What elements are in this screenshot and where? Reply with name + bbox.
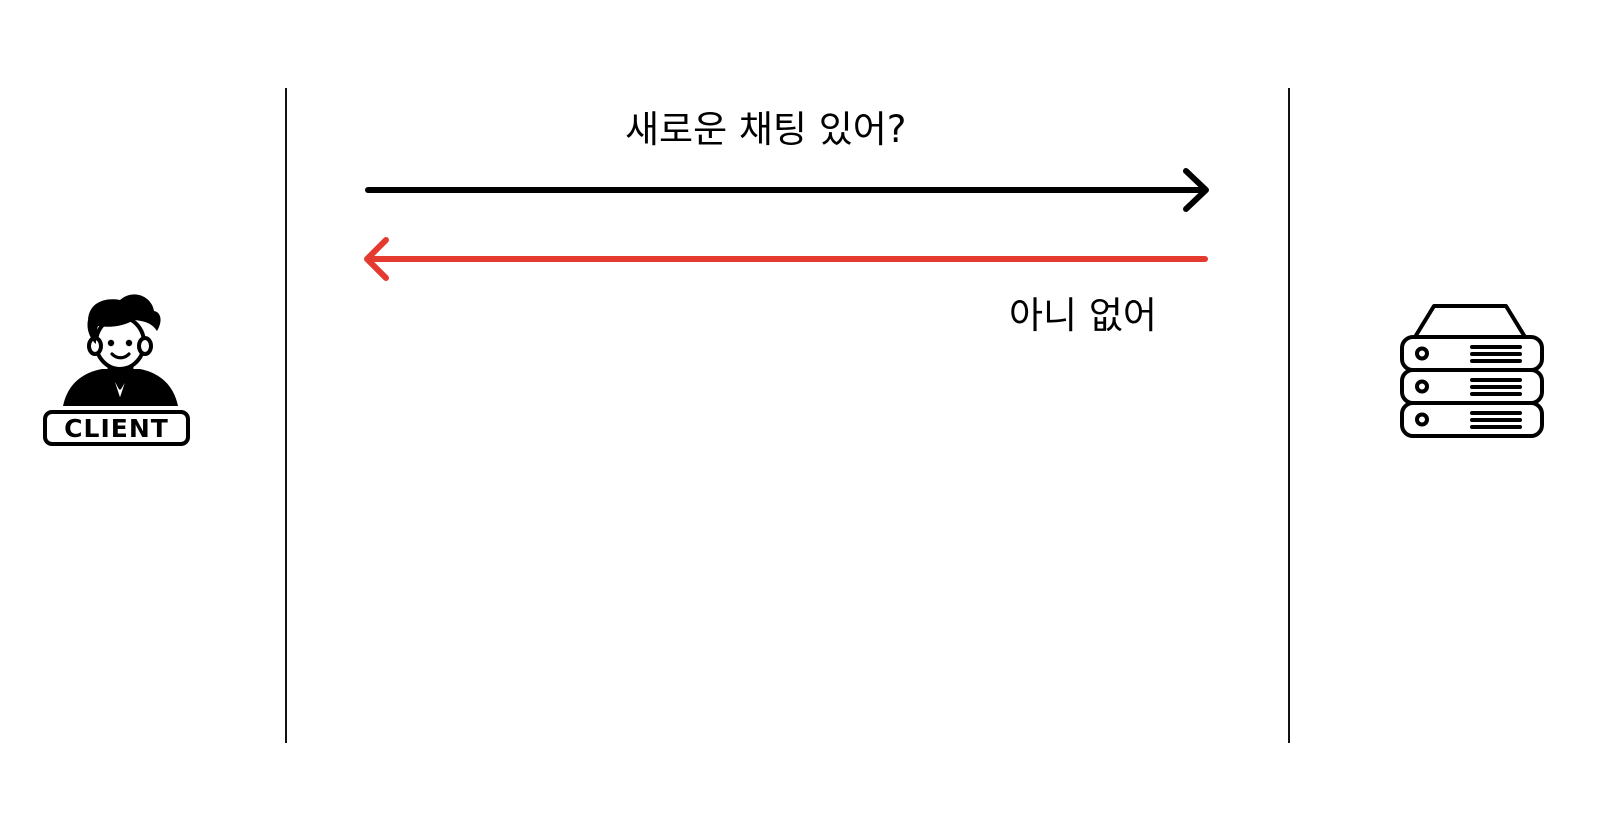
client-person-icon: [63, 294, 178, 406]
server-icon: [1394, 300, 1550, 460]
server-lifeline: [1288, 88, 1290, 743]
server-stack-icon: [1400, 304, 1544, 438]
request-arrow: [365, 168, 1209, 212]
request-message-label: 새로운 채팅 있어?: [625, 108, 907, 151]
request-arrowhead: [1183, 168, 1209, 212]
client-label: CLIENT: [43, 410, 190, 446]
client-label-text: CLIENT: [64, 413, 169, 443]
client-icon: [40, 290, 200, 460]
response-arrow: [364, 237, 1208, 281]
client-lifeline: [285, 88, 287, 743]
response-arrowhead: [364, 237, 389, 281]
response-message-label: 아니 없어: [1009, 294, 1157, 337]
